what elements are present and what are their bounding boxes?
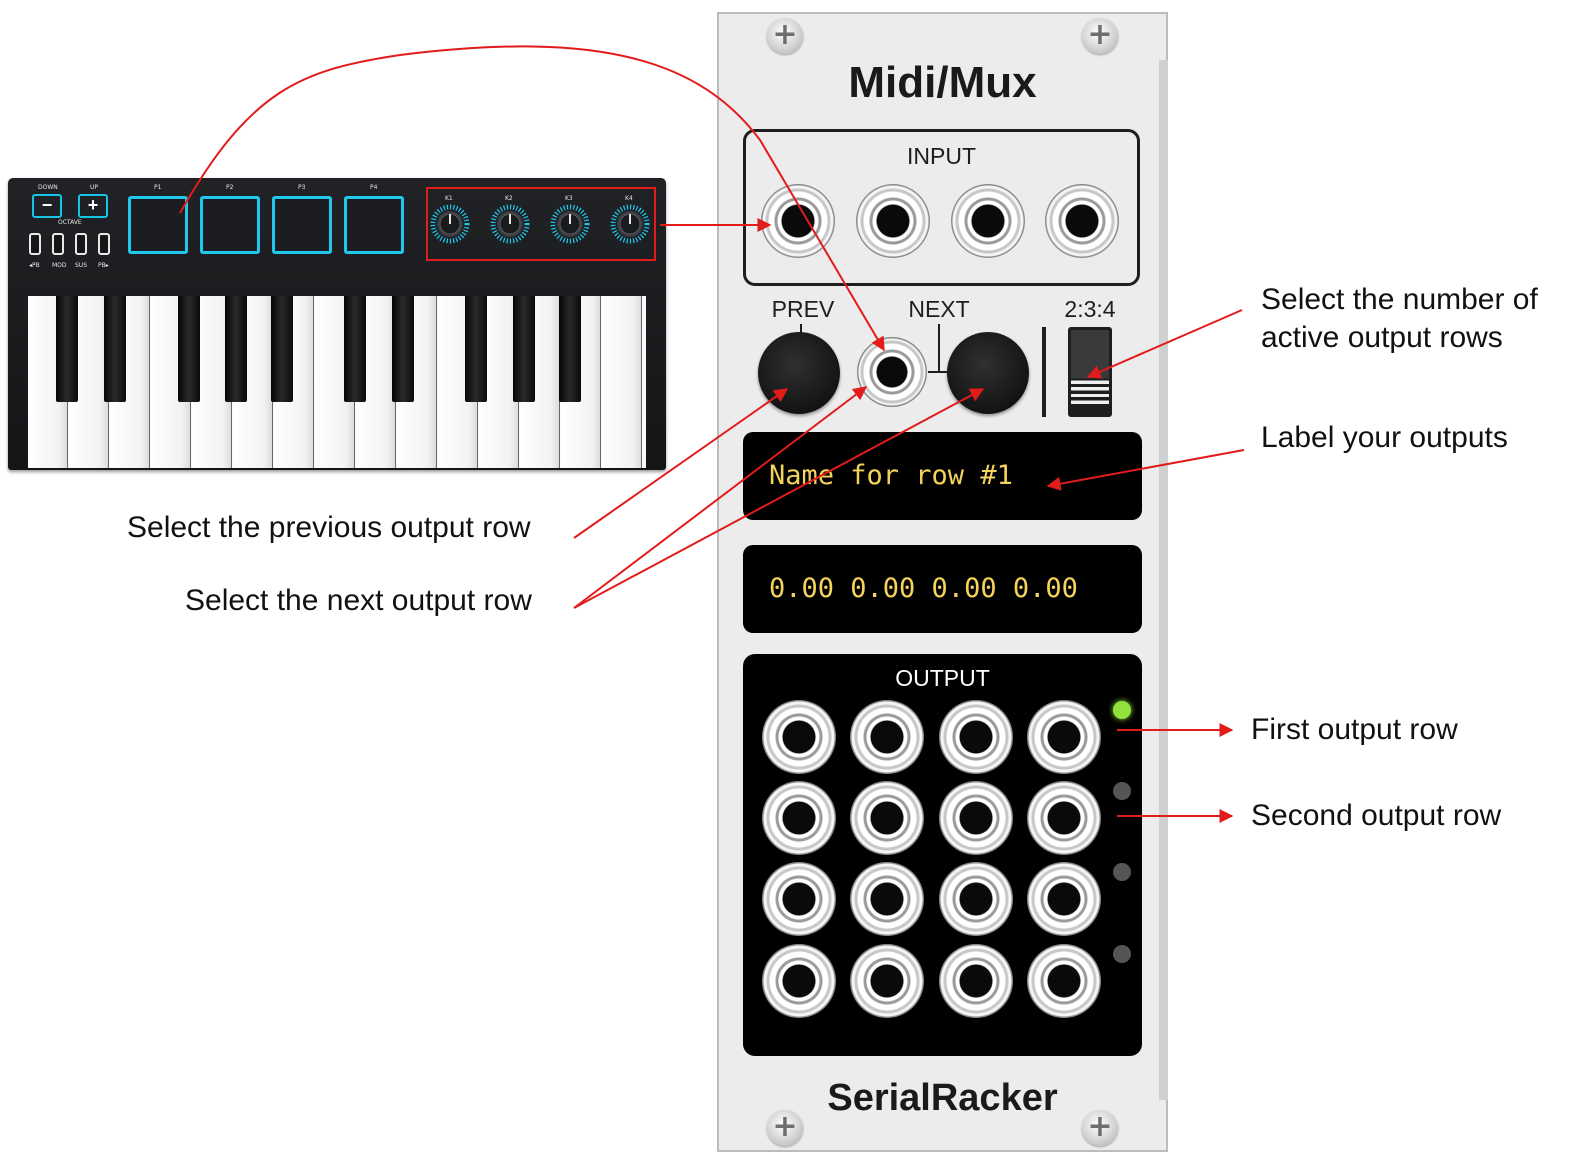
- wheel-label-pb-up: PB▸: [98, 262, 109, 269]
- panel-edge: [1159, 60, 1168, 1100]
- black-key[interactable]: [392, 296, 414, 402]
- pitch-up-button[interactable]: [98, 233, 110, 255]
- switch-label: 2:3:4: [1064, 296, 1116, 322]
- output-jack-r4c4[interactable]: [1027, 944, 1101, 1018]
- black-key[interactable]: [559, 296, 581, 402]
- mod-button[interactable]: [52, 233, 64, 255]
- output-jack-r3c2[interactable]: [850, 862, 924, 936]
- annotation-row-count-line2: active output rows: [1261, 321, 1503, 354]
- knob-k4[interactable]: [613, 207, 647, 241]
- screw-icon: +: [767, 18, 803, 54]
- switch-divider: [1042, 327, 1046, 417]
- black-key[interactable]: [513, 296, 535, 402]
- annotation-label-outputs: Label your outputs: [1261, 421, 1508, 454]
- knob-k1[interactable]: [433, 207, 467, 241]
- value-display: 0.00 0.00 0.00 0.00: [743, 545, 1142, 633]
- wheel-label-pb-down: ◂PB: [29, 262, 40, 269]
- screw-icon: +: [1082, 1110, 1118, 1146]
- row-2-led: [1113, 782, 1131, 800]
- output-label: OUTPUT: [895, 665, 990, 691]
- annotation-first-row: First output row: [1251, 713, 1458, 746]
- input-jack-4[interactable]: [1045, 184, 1119, 258]
- input-jack-3[interactable]: [951, 184, 1025, 258]
- next-button[interactable]: [947, 332, 1029, 414]
- black-key[interactable]: [271, 296, 293, 402]
- output-jack-r3c4[interactable]: [1027, 862, 1101, 936]
- output-jack-r2c2[interactable]: [850, 781, 924, 855]
- input-label: INPUT: [907, 143, 976, 169]
- piano-keys: [28, 296, 646, 468]
- black-key[interactable]: [56, 296, 78, 402]
- output-jack-r1c3[interactable]: [939, 700, 1013, 774]
- output-jack-r4c1[interactable]: [762, 944, 836, 1018]
- knob-k3[interactable]: [553, 207, 587, 241]
- row-count-switch[interactable]: [1068, 327, 1112, 417]
- output-jack-r2c4[interactable]: [1027, 781, 1101, 855]
- black-key[interactable]: [178, 296, 200, 402]
- annotation-next-row: Select the next output row: [185, 584, 532, 617]
- pitch-down-button[interactable]: [29, 233, 41, 255]
- output-jack-r1c1[interactable]: [762, 700, 836, 774]
- black-key[interactable]: [225, 296, 247, 402]
- row-name-display[interactable]: Name for row #1: [743, 432, 1142, 520]
- next-connector: [928, 371, 950, 373]
- black-key[interactable]: [344, 296, 366, 402]
- wheel-label-mod: MOD: [52, 262, 67, 269]
- output-jack-r4c2[interactable]: [850, 944, 924, 1018]
- input-jack-2[interactable]: [856, 184, 930, 258]
- knob-k2[interactable]: [493, 207, 527, 241]
- annotation-row-count-line1: Select the number of: [1261, 283, 1538, 316]
- prev-label: PREV: [771, 296, 835, 322]
- output-jack-r2c1[interactable]: [762, 781, 836, 855]
- output-jack-r3c1[interactable]: [762, 862, 836, 936]
- white-key[interactable]: [602, 296, 642, 468]
- black-key[interactable]: [465, 296, 487, 402]
- output-jack-r2c3[interactable]: [939, 781, 1013, 855]
- next-trigger-jack[interactable]: [857, 337, 927, 407]
- output-jack-r3c3[interactable]: [939, 862, 1013, 936]
- sustain-button[interactable]: [75, 233, 87, 255]
- next-label: NEXT: [908, 296, 970, 322]
- row-4-led: [1113, 945, 1131, 963]
- output-jack-r1c4[interactable]: [1027, 700, 1101, 774]
- module-title: Midi/Mux: [848, 58, 1037, 107]
- output-jack-r1c2[interactable]: [850, 700, 924, 774]
- octave-label: OCTAVE: [58, 219, 82, 226]
- screw-icon: +: [1082, 18, 1118, 54]
- output-jack-r4c3[interactable]: [939, 944, 1013, 1018]
- octave-up-button[interactable]: +: [78, 194, 108, 218]
- octave-up-label: UP: [90, 184, 99, 191]
- row-3-led: [1113, 863, 1131, 881]
- octave-down-button[interactable]: −: [32, 194, 62, 218]
- input-jack-1[interactable]: [761, 184, 835, 258]
- keyboard-knobs: [8, 178, 666, 278]
- pad-p1[interactable]: [128, 196, 188, 254]
- wheel-label-sus: SUS: [75, 262, 88, 269]
- annotation-second-row: Second output row: [1251, 799, 1502, 832]
- row-1-led: [1113, 701, 1131, 719]
- black-key[interactable]: [104, 296, 126, 402]
- screw-icon: +: [767, 1110, 803, 1146]
- pad-label-p1: P1: [154, 184, 162, 191]
- brand-label: SerialRacker: [827, 1077, 1058, 1119]
- octave-down-label: DOWN: [38, 184, 58, 191]
- prev-button[interactable]: [758, 332, 840, 414]
- annotation-prev-row: Select the previous output row: [127, 511, 531, 544]
- next-connector: [938, 324, 940, 372]
